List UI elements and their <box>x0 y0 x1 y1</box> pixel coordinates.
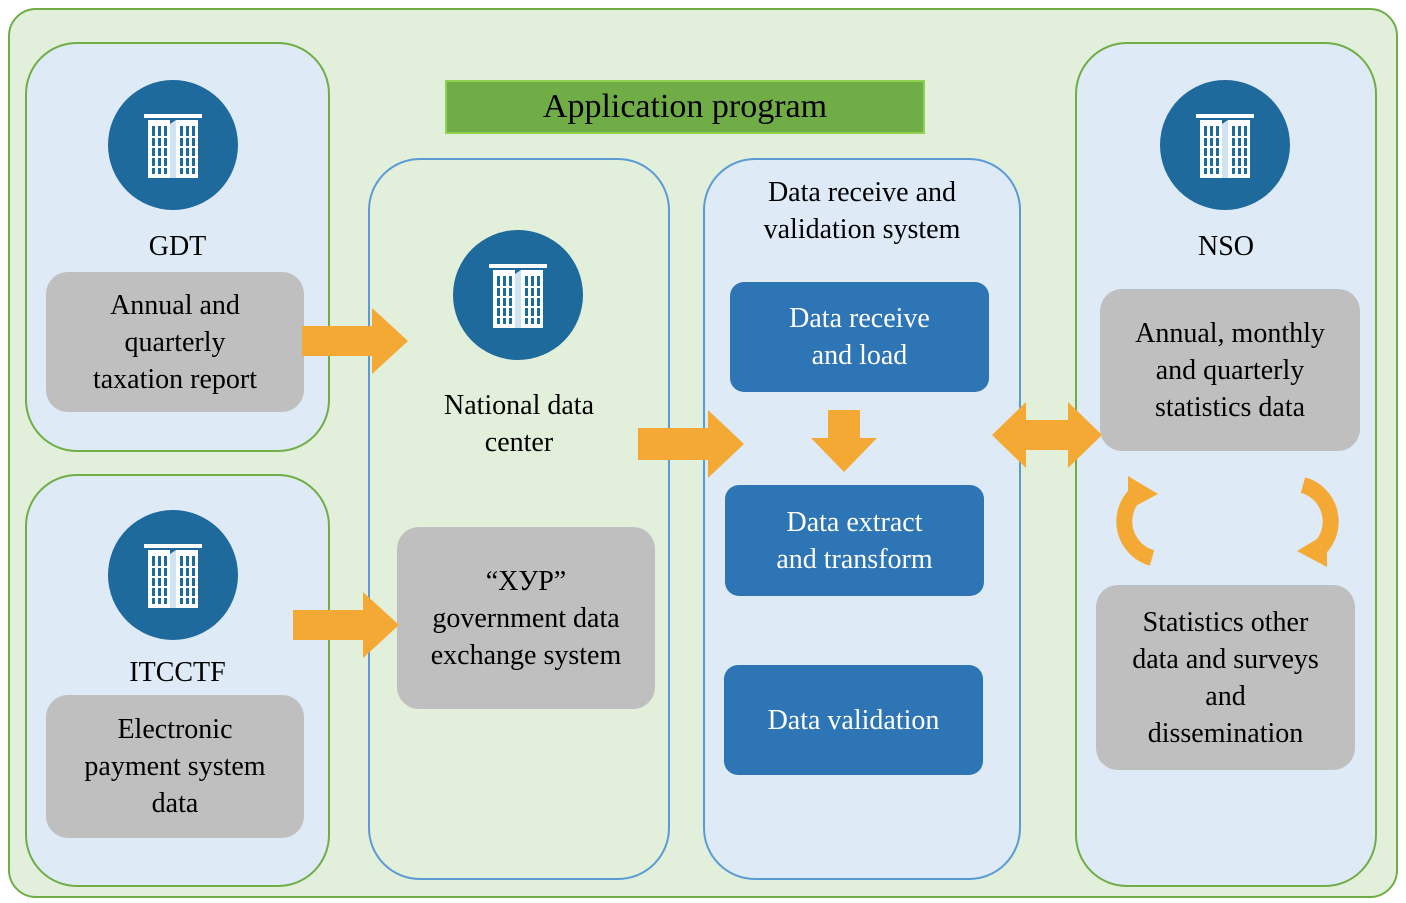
double-arrow-icon <box>992 402 1102 468</box>
nso-other-box: Statistics other data and surveys and di… <box>1096 585 1355 770</box>
exchange-system-box: “ХУР” government data exchange system <box>397 527 655 709</box>
data-center-label: National data center <box>443 390 595 458</box>
arrow-right-icon <box>302 308 408 374</box>
itcctf-label: ITCCTF <box>129 657 226 688</box>
arrow-down-icon <box>811 410 877 472</box>
step-validation: Data validation <box>724 665 983 775</box>
building-icon <box>108 80 238 210</box>
nso-label: NSO <box>1197 231 1254 262</box>
validation-system-label: Data receive and validation system <box>763 177 961 245</box>
itcctf-report-box: Electronic payment system data <box>46 695 304 838</box>
building-icon <box>1160 80 1290 210</box>
nso-statistics-box: Annual, monthly and quarterly statistics… <box>1100 289 1360 451</box>
cycle-arrow-icon <box>1100 470 1170 570</box>
step-extract-transform: Data extract and transform <box>725 485 984 596</box>
gdt-label: GDT <box>148 231 207 262</box>
building-icon <box>453 230 583 360</box>
arrow-right-icon <box>293 592 399 658</box>
diagram-title: Application program <box>445 80 925 134</box>
cycle-arrow-icon <box>1285 475 1355 575</box>
gdt-report-box: Annual and quarterly taxation report <box>46 272 304 412</box>
step-receive-load: Data receive and load <box>730 282 989 392</box>
building-icon <box>108 510 238 640</box>
arrow-right-icon <box>638 410 744 478</box>
